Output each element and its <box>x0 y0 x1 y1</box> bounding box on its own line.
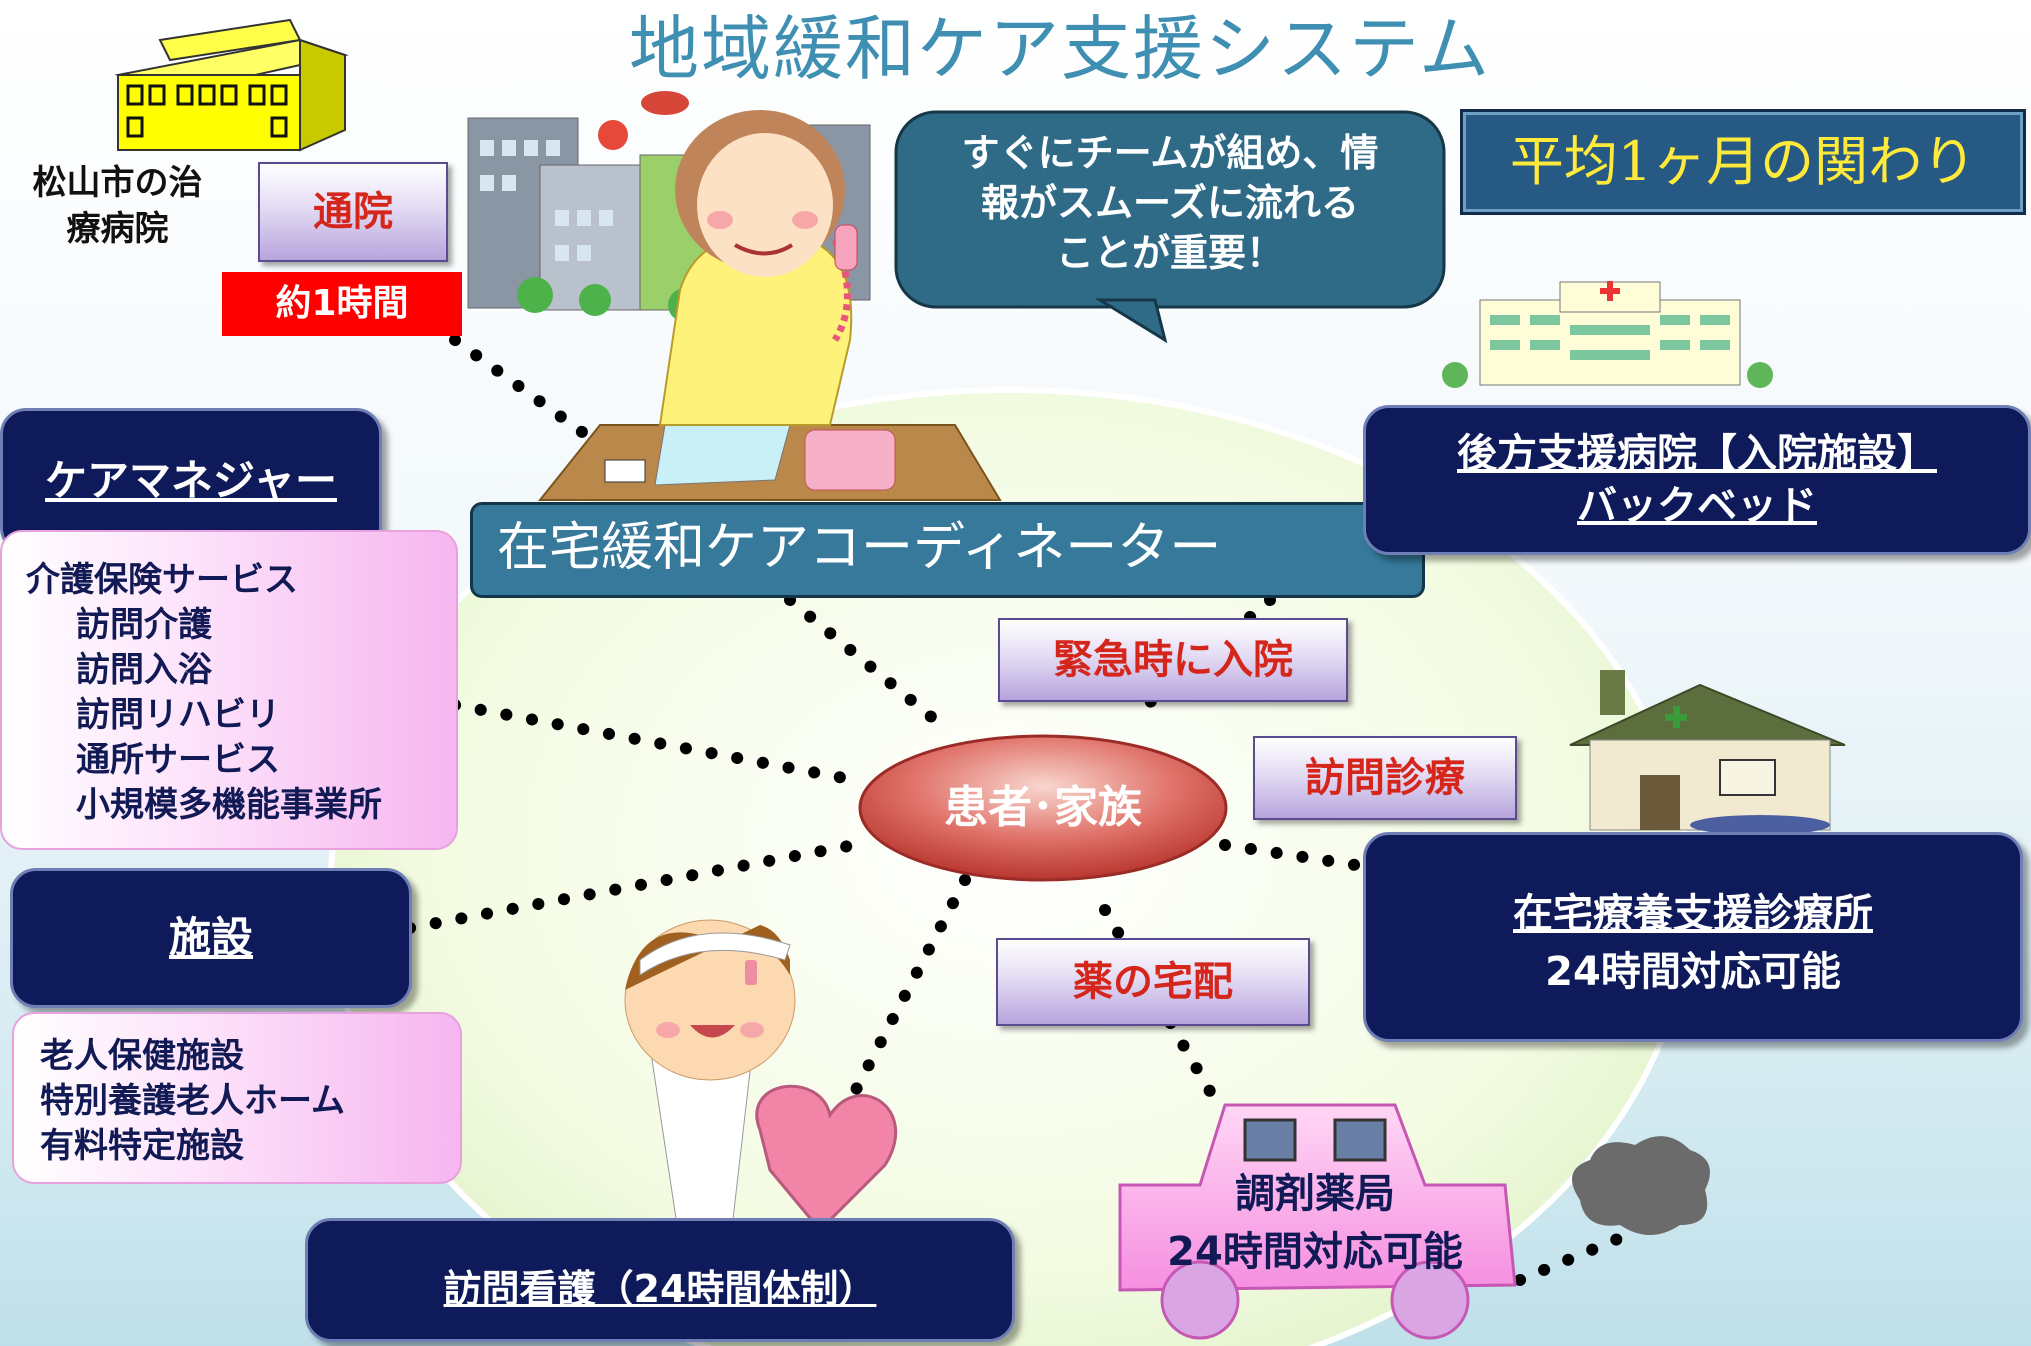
patient-family-label: 患者･家族 <box>944 782 1142 833</box>
coordinator-bar: 在宅緩和ケアコーディネーター <box>470 502 1425 598</box>
speech-bubble-line: 報がスムーズに流れる <box>980 181 1360 225</box>
facilities-box: 施設 <box>10 868 412 1008</box>
emergency-admission-label: 緊急時に入院 <box>998 618 1348 702</box>
home-clinic-box: 在宅療養支援診療所 24時間対応可能 <box>1363 832 2023 1042</box>
care-service-item: 訪問介護 <box>76 605 212 645</box>
care-services-box: 介護保険サービス 訪問介護 訪問入浴 訪問リハビリ 通所サービス 小規模多機能事… <box>0 530 458 850</box>
facilities-list-box: 老人保健施設 特別養護老人ホーム 有料特定施設 <box>12 1012 462 1184</box>
backup-hospital-title: 後方支援病院【入院施設】 <box>1457 431 1937 477</box>
care-service-item: 訪問入浴 <box>76 650 212 690</box>
commute-time-badge: 約1時間 <box>222 272 462 336</box>
pharmacy-title: 調剤薬局 <box>1235 1171 1395 1217</box>
facility-item: 有料特定施設 <box>40 1126 244 1166</box>
backup-hospital-icon <box>1442 281 1773 388</box>
coordinator-illustration <box>537 110 1002 501</box>
visiting-nursing-title: 訪問看護（24時間体制） <box>443 1267 877 1311</box>
home-visit-label: 訪問診療 <box>1253 736 1517 820</box>
home-clinic-subtitle: 24時間対応可能 <box>1545 949 1841 995</box>
clinic-house-icon <box>1569 670 1846 835</box>
pharmacy-subtitle: 24時間対応可能 <box>1167 1229 1463 1275</box>
average-duration-box: 平均1ヶ月の関わり <box>1460 109 2026 215</box>
home-clinic-title: 在宅療養支援診療所 <box>1513 891 1873 937</box>
treating-hospital-line: 松山市の治 <box>32 163 203 203</box>
treating-hospital-label: 松山市の治 療病院 <box>10 160 225 252</box>
facility-item: 特別養護老人ホーム <box>40 1081 345 1121</box>
backup-hospital-subtitle: バックベッド <box>1577 483 1817 529</box>
treating-hospital-line: 療病院 <box>66 209 169 249</box>
pharmacy-label: 調剤薬局 24時間対応可能 <box>1130 1165 1500 1281</box>
backup-hospital-box: 後方支援病院【入院施設】 バックベッド <box>1363 405 2031 555</box>
facility-item: 老人保健施設 <box>40 1036 244 1076</box>
care-service-item: 訪問リハビリ <box>76 695 280 735</box>
visiting-nursing-box: 訪問看護（24時間体制） <box>305 1218 1015 1342</box>
care-service-item: 介護保険サービス <box>26 560 298 600</box>
care-manager-box: ケアマネジャー <box>0 408 382 554</box>
speech-bubble <box>894 110 1446 344</box>
commute-label: 通院 <box>258 162 448 262</box>
speech-bubble-line: ことが重要！ <box>1055 231 1284 275</box>
page-title: 地域緩和ケア支援システム <box>629 8 1491 90</box>
care-service-item: 通所サービス <box>76 740 280 780</box>
speech-bubble-text: すぐにチームが組め、情 報がスムーズに流れる ことが重要！ <box>900 128 1440 278</box>
speech-bubble-line: すぐにチームが組め、情 <box>961 131 1379 175</box>
nurse-illustration <box>624 919 898 1246</box>
care-manager-title: ケアマネジャー <box>45 456 337 505</box>
hospital-building-icon <box>114 18 349 152</box>
facilities-title: 施設 <box>168 913 253 962</box>
care-service-item: 小規模多機能事業所 <box>76 785 382 825</box>
patient-ellipse-shape <box>858 734 1228 882</box>
pharmacy-car-icon <box>1118 1103 1710 1340</box>
medicine-delivery-label: 薬の宅配 <box>996 938 1310 1026</box>
